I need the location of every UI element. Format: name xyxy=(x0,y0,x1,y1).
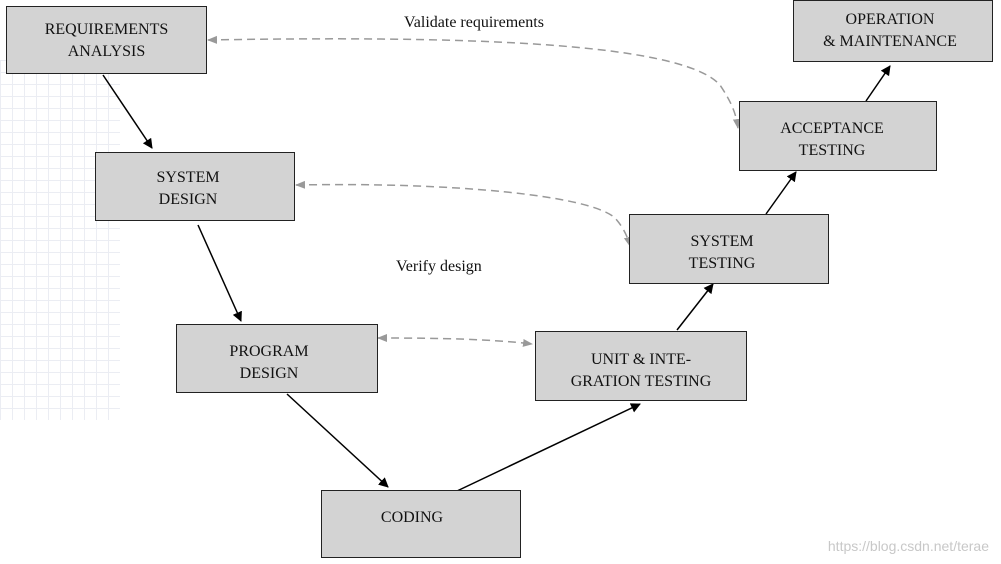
requirements-analysis-label: REQUIREMENTS ANALYSIS xyxy=(44,21,169,60)
watermark: https://blog.csdn.net/terae xyxy=(827,538,989,554)
system-testing-box: SYSTEM TESTING xyxy=(629,214,829,284)
arrow-coding-to-unit-testing xyxy=(456,403,641,492)
program-design-box: PROGRAM DESIGN xyxy=(176,324,378,393)
arrow-requirements-to-system-design xyxy=(102,74,153,149)
acceptance-testing-box: ACCEPTANCE TESTING xyxy=(739,101,937,171)
unit-integration-testing-label: UNIT & INTE- GRATION TESTING xyxy=(570,351,712,390)
arrow-unit-testing-to-system-testing xyxy=(676,283,714,331)
verify-system-design-curve xyxy=(295,180,632,247)
arrow-system-testing-to-acceptance xyxy=(765,171,797,215)
arrow-program-design-to-coding xyxy=(286,393,389,488)
operation-maintenance-box: OPERATION & MAINTENANCE xyxy=(793,0,993,62)
arrow-acceptance-to-operation xyxy=(865,65,891,102)
unit-integration-testing-box: UNIT & INTE- GRATION TESTING xyxy=(535,331,747,401)
acceptance-testing-label: ACCEPTANCE TESTING xyxy=(780,120,884,159)
coding-label: CODING xyxy=(380,509,444,526)
coding-box: CODING xyxy=(321,490,521,558)
system-design-label: SYSTEM DESIGN xyxy=(156,169,220,208)
operation-maintenance-label: OPERATION & MAINTENANCE xyxy=(823,11,957,50)
system-testing-label: SYSTEM TESTING xyxy=(688,233,756,272)
arrow-system-design-to-program-design xyxy=(197,224,242,322)
verify-program-design-line xyxy=(377,334,533,347)
validate-requirements-curve xyxy=(207,35,741,129)
validate-requirements-label: Validate requirements xyxy=(404,14,544,31)
system-design-box: SYSTEM DESIGN xyxy=(95,152,295,221)
program-design-label: PROGRAM DESIGN xyxy=(229,343,309,382)
requirements-analysis-box: REQUIREMENTS ANALYSIS xyxy=(6,6,207,74)
background-pattern xyxy=(0,60,120,420)
verify-design-label: Verify design xyxy=(396,258,482,275)
